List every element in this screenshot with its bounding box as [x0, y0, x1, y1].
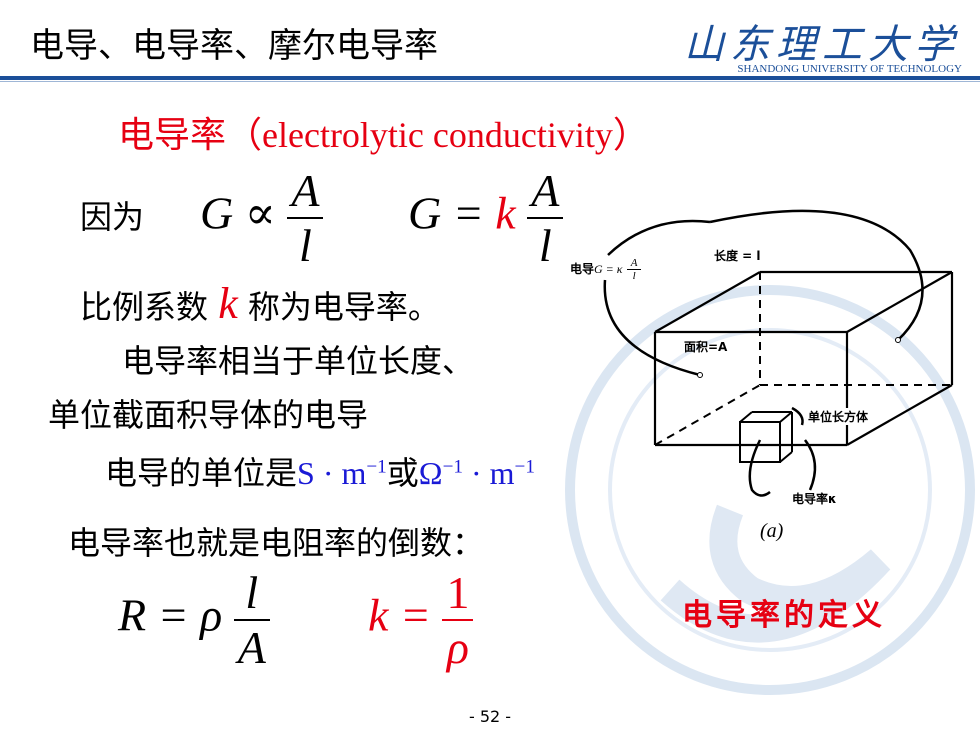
- unit-exp-1: −1: [366, 456, 387, 478]
- coef-k: k: [218, 279, 238, 328]
- fraction-1-over-rho: 1 ρ: [442, 566, 474, 674]
- unit-exp-3: −1: [514, 456, 535, 478]
- reciprocal-line: 电导率也就是电阻率的倒数：: [68, 524, 485, 562]
- unit-or: 或: [386, 454, 419, 492]
- diagram-label-kappa: 电导率κ: [792, 492, 837, 506]
- university-logo-subtitle: SHANDONG UNIVERSITY OF TECHNOLOGY: [737, 63, 962, 75]
- r-lhs: R = ρ: [118, 589, 223, 641]
- coefficient-line: 比例系数 k 称为电导率。: [80, 278, 440, 329]
- because-label: 因为: [80, 198, 145, 236]
- conductance-formula: G = k A l: [408, 164, 564, 272]
- definition-label: 电导率的定义: [682, 598, 886, 633]
- k-denominator: ρ: [442, 619, 474, 674]
- page-number: - 52 -: [468, 707, 512, 726]
- prop-lhs: G ∝: [200, 187, 276, 239]
- label-g-fraction: A l: [626, 257, 642, 282]
- section-heading: 电导率（electrolytic conductivity）: [118, 115, 649, 155]
- eq-k: k: [495, 187, 516, 239]
- description-line-1: 电导率相当于单位长度、: [122, 342, 475, 380]
- fraction-a-over-l-2: A l: [527, 164, 564, 272]
- k-numerator: 1: [446, 567, 470, 618]
- r-numerator: l: [245, 567, 259, 618]
- page-title: 电导、电导率、摩尔电导率: [30, 26, 438, 66]
- diagram-label-conductance: 电导G = κ A l: [570, 257, 642, 282]
- frac-numerator: A: [291, 165, 320, 216]
- conductivity-diagram: [603, 209, 954, 497]
- unit-line: 电导的单位是S · m−1或Ω−1 · m−1: [105, 448, 535, 494]
- conductivity-formula: k = 1 ρ: [368, 566, 474, 674]
- university-logo: 山东理工大学: [684, 22, 960, 68]
- university-emblem-watermark: [565, 285, 975, 695]
- diagram-label-unit-cube: 单位长方体: [808, 408, 869, 425]
- unit-s-m: S · m: [297, 455, 367, 491]
- diagram-label-area: 面积=A: [684, 340, 728, 354]
- description-line-2: 单位截面积导体的电导: [48, 396, 369, 434]
- frac-numerator-2: A: [531, 165, 560, 216]
- diagram-caption: (a): [760, 520, 784, 542]
- k-lhs: k =: [368, 589, 431, 641]
- unit-exp-2: −1: [442, 456, 463, 478]
- r-denominator: A: [233, 619, 270, 674]
- unit-pre: 电导的单位是: [105, 454, 298, 492]
- label-g-den: l: [626, 269, 642, 282]
- label-g-text: 电导: [570, 262, 595, 276]
- frac-denominator: l: [287, 217, 324, 272]
- label-g-formula: G = κ: [594, 262, 623, 276]
- header-divider-thin: [0, 81, 980, 82]
- header-divider: [0, 76, 980, 80]
- frac-denominator-2: l: [527, 217, 564, 272]
- unit-omega: Ω: [418, 455, 443, 491]
- unit-m: · m: [463, 455, 515, 491]
- fraction-l-over-a: l A: [233, 566, 270, 674]
- diagram-label-length: 长度 = l: [714, 249, 761, 263]
- fraction-a-over-l: A l: [287, 164, 324, 272]
- label-g-num: A: [630, 257, 638, 269]
- eq-lhs: G =: [408, 187, 484, 239]
- coef-post: 称为电导率。: [247, 288, 440, 326]
- proportional-formula: G ∝ A l: [200, 164, 324, 272]
- resistance-formula: R = ρ l A: [118, 566, 270, 674]
- coef-pre: 比例系数: [80, 288, 209, 326]
